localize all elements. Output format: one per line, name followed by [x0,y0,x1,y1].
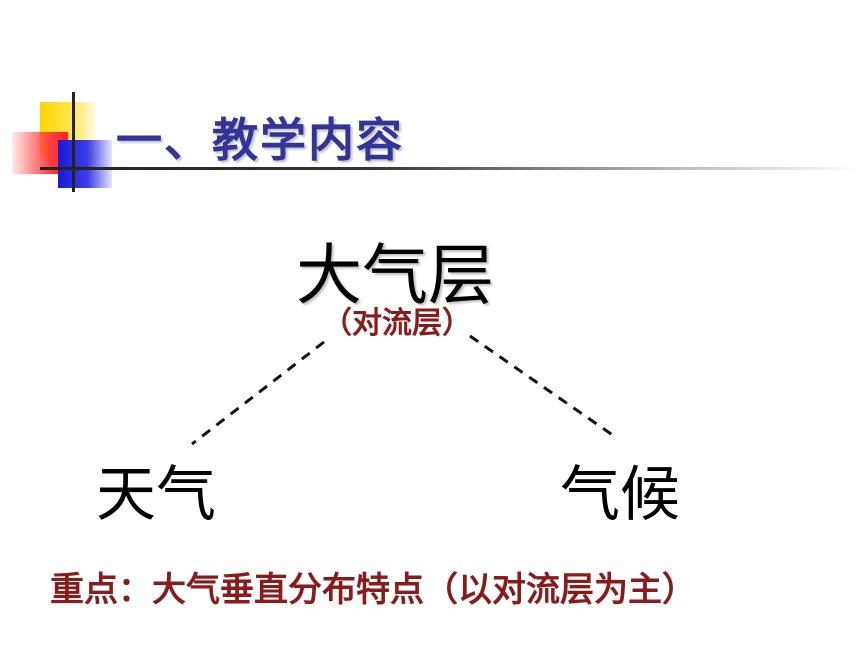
connector-right [469,334,615,438]
diagram-root-note: （对流层） [322,306,472,341]
title-underline [40,167,860,170]
connector-left [191,340,325,446]
ornament-vertical-line [72,92,75,192]
title-ornament [0,0,860,200]
slide-title: 一、教学内容 [116,113,404,167]
diagram-node-weather: 天气 [96,460,216,530]
ornament-blue-square [58,140,112,188]
diagram-node-climate: 气候 [560,460,680,530]
diagram-root-node: 大气层 [296,237,494,314]
key-point-text: 重点：大气垂直分布特点（以对流层为主） [50,570,696,610]
